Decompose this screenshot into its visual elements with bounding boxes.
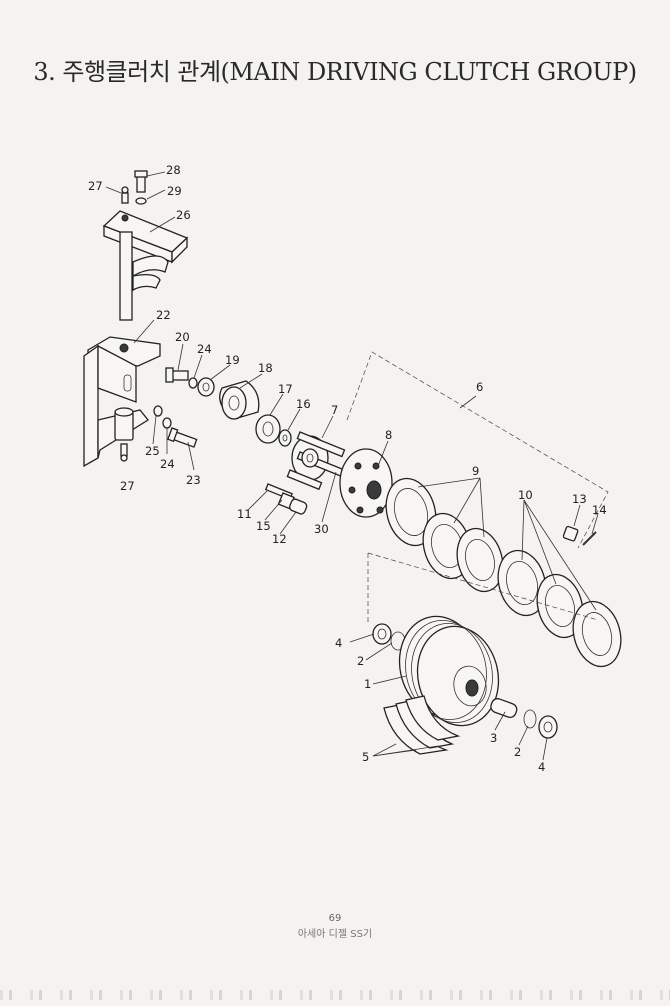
lever-assembly: [102, 170, 189, 321]
pulley-assembly: [372, 615, 558, 739]
part-label: 18: [258, 361, 273, 375]
part-label: 2: [357, 654, 364, 668]
part-label: 27: [88, 179, 103, 193]
adjuster-bolt: [264, 483, 308, 515]
part-label: 24: [197, 342, 212, 356]
part-label: 30: [314, 522, 329, 536]
clutch-discs: [385, 477, 622, 668]
pressure-plate: [339, 448, 393, 518]
part-label: 5: [362, 750, 369, 764]
part-label: 25: [145, 444, 160, 458]
shifter-parts: [165, 367, 292, 447]
part-label: 19: [225, 353, 240, 367]
scan-artifact-strip: [0, 990, 670, 1000]
part-label: 22: [156, 308, 171, 322]
leader-lines: [105, 171, 599, 761]
part-label: 16: [296, 397, 311, 411]
part-label: 28: [166, 163, 181, 177]
page-number: 69: [328, 913, 342, 924]
part-number-labels: 28 27 29 26 22 20 24 19 18 17 16 7 6 8 2…: [88, 163, 607, 774]
part-label: 24: [160, 457, 175, 471]
part-label: 7: [331, 403, 338, 417]
part-label: 6: [476, 380, 483, 394]
part-label: 3: [490, 731, 497, 745]
part-label: 14: [592, 503, 607, 517]
part-label: 12: [272, 532, 287, 546]
part-label: 2: [514, 745, 521, 759]
part-label: 26: [176, 208, 191, 222]
group-outline: [346, 351, 609, 622]
part-label: 8: [385, 428, 392, 442]
bracket: [83, 336, 198, 468]
footer-company: 아세아 디젤 SS기: [297, 929, 373, 940]
v-belts: [383, 695, 461, 755]
part-label: 10: [518, 488, 533, 502]
part-label: 17: [278, 382, 293, 396]
part-label: 29: [167, 184, 182, 198]
part-label: 9: [472, 464, 479, 478]
part-label: 4: [335, 636, 342, 650]
page-title: 3. 주행클러치 관계(MAIN DRIVING CLUTCH GROUP): [33, 58, 637, 86]
part-label: 13: [572, 492, 587, 506]
part-label: 1: [364, 677, 371, 691]
part-label: 20: [175, 330, 190, 344]
clutch-hub: [286, 431, 346, 491]
part-label: 4: [538, 760, 545, 774]
part-label: 15: [256, 519, 271, 533]
part-label: 27: [120, 479, 135, 493]
part-label: 23: [186, 473, 201, 487]
part-label: 11: [237, 507, 252, 521]
